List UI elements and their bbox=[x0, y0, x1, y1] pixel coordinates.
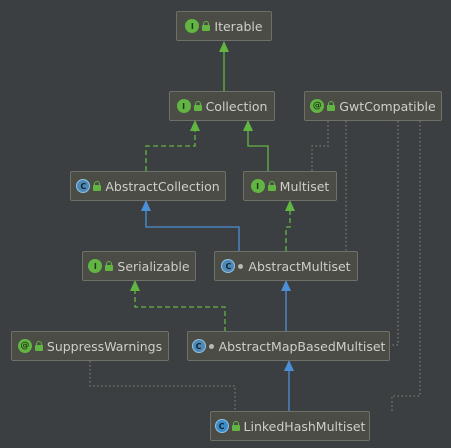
public-lock-icon bbox=[327, 101, 336, 111]
public-lock-icon bbox=[267, 181, 276, 191]
edge-abstractmapbased-serializable bbox=[134, 281, 226, 332]
package-private-icon bbox=[208, 343, 214, 349]
public-lock-icon bbox=[231, 421, 240, 431]
node-label: LinkedHashMultiset bbox=[243, 418, 366, 434]
edge-abstractmultiset-abstractcollection bbox=[145, 201, 240, 251]
annotation-icon: @ bbox=[17, 339, 32, 353]
node-gwt-compatible[interactable]: @ GwtCompatible bbox=[304, 91, 442, 121]
interface-icon: I bbox=[88, 259, 103, 273]
node-label: AbstractMapBasedMultiset bbox=[218, 338, 386, 354]
node-label: Multiset bbox=[279, 178, 330, 194]
package-private-icon bbox=[238, 263, 244, 269]
interface-icon: I bbox=[250, 179, 265, 193]
public-lock-icon bbox=[93, 181, 102, 191]
node-label: GwtCompatible bbox=[339, 98, 436, 114]
gwtcompatible-annotation-links bbox=[311, 121, 421, 411]
interface-icon: I bbox=[185, 19, 200, 33]
node-serializable[interactable]: I Serializable bbox=[82, 251, 196, 281]
abstract-class-icon: C bbox=[76, 179, 91, 193]
public-lock-icon bbox=[34, 341, 43, 351]
node-multiset[interactable]: I Multiset bbox=[243, 171, 337, 201]
node-linked-hash-multiset[interactable]: C LinkedHashMultiset bbox=[210, 411, 370, 441]
interface-icon: I bbox=[176, 99, 191, 113]
node-abstract-map-based-multiset[interactable]: C AbstractMapBasedMultiset bbox=[187, 331, 390, 361]
node-label: SuppressWarnings bbox=[46, 338, 163, 354]
node-label: Iterable bbox=[214, 18, 263, 34]
edge-abstractmultiset-multiset bbox=[285, 201, 291, 251]
node-collection[interactable]: I Collection bbox=[169, 91, 275, 121]
public-lock-icon bbox=[202, 21, 211, 31]
node-label: AbstractMultiset bbox=[248, 258, 351, 274]
public-lock-icon bbox=[105, 261, 114, 271]
node-abstract-collection[interactable]: C AbstractCollection bbox=[70, 171, 226, 201]
node-label: Collection bbox=[205, 98, 268, 114]
class-icon: C bbox=[214, 419, 229, 433]
public-lock-icon bbox=[193, 101, 202, 111]
edge-abstractcollection-collection bbox=[145, 121, 196, 171]
node-label: AbstractCollection bbox=[105, 178, 220, 194]
node-abstract-multiset[interactable]: C AbstractMultiset bbox=[214, 251, 358, 281]
suppresswarnings-annotation-link bbox=[89, 361, 236, 411]
annotation-icon: @ bbox=[310, 99, 325, 113]
node-suppress-warnings[interactable]: @ SuppressWarnings bbox=[11, 331, 169, 361]
abstract-class-icon: C bbox=[191, 339, 206, 353]
edge-multiset-collection bbox=[247, 121, 269, 171]
abstract-class-icon: C bbox=[221, 259, 236, 273]
node-iterable[interactable]: I Iterable bbox=[176, 11, 272, 41]
node-label: Serializable bbox=[117, 258, 190, 274]
